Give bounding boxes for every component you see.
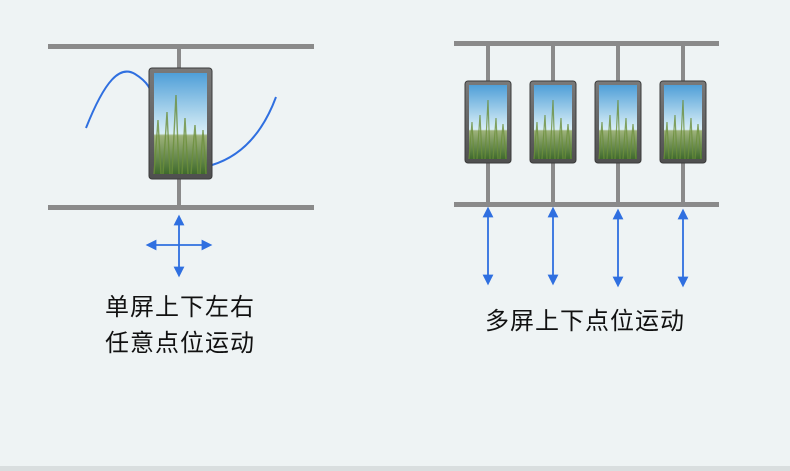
four-way-arrow-icon	[145, 214, 213, 278]
top-rod	[486, 46, 490, 82]
display-screen	[529, 46, 577, 202]
caption-line: 单屏上下左右	[105, 293, 255, 321]
wheat-stalks	[598, 99, 637, 160]
bottom-rod	[681, 162, 685, 202]
multi-screen-caption: 多屏上下点位运动	[430, 303, 740, 339]
top-rod	[616, 46, 620, 82]
motion-path-end	[211, 96, 277, 166]
display-screen	[659, 46, 707, 202]
wheat-stalks	[533, 99, 572, 160]
bottom-rod	[486, 162, 490, 202]
display-screen	[594, 46, 642, 202]
bottom-rod	[177, 178, 181, 205]
top-rail	[48, 44, 314, 49]
bottom-rail	[454, 202, 719, 207]
bottom-rod	[616, 162, 620, 202]
wheat-field-image	[154, 73, 207, 174]
display-screen	[148, 67, 213, 180]
top-rail	[454, 41, 719, 46]
top-rod	[551, 46, 555, 82]
multi-screen-panel	[454, 41, 719, 288]
wheat-stalks	[468, 99, 507, 160]
single-screen-caption: 单屏上下左右 任意点位运动	[60, 289, 300, 361]
wheat-stalks	[663, 99, 702, 160]
single-screen-panel	[48, 44, 314, 278]
bottom-rod	[551, 162, 555, 202]
bottom-strip	[0, 466, 790, 471]
caption-line: 多屏上下点位运动	[485, 307, 685, 335]
top-rod	[681, 46, 685, 82]
bottom-rail	[48, 205, 314, 210]
top-rod	[177, 49, 181, 69]
caption-line: 任意点位运动	[105, 329, 255, 357]
display-screen	[464, 46, 512, 202]
motion-path	[85, 70, 153, 129]
